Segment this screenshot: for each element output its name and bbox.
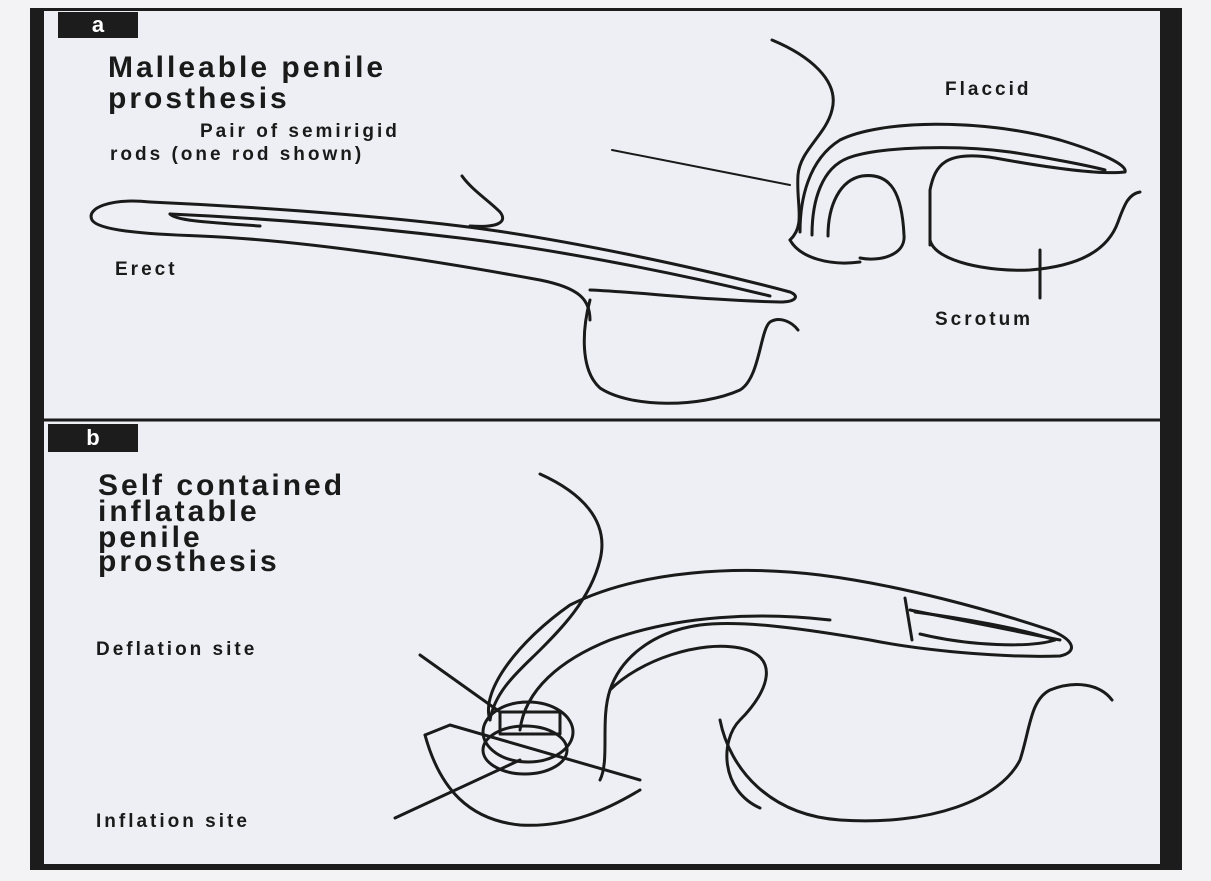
panel-a-title-line1: Malleable penile [108, 52, 386, 84]
flaccid-base [790, 240, 860, 263]
flaccid-rod [812, 148, 1105, 235]
panel-b-tag: b [48, 424, 138, 452]
inflatable-scrotum-inner [610, 646, 766, 808]
glans-line [905, 598, 912, 640]
panel-a-tag: a [58, 12, 138, 38]
deflation-pointer [420, 655, 500, 712]
cylinder-tip [915, 612, 1055, 645]
flaccid-scrotum [930, 192, 1140, 270]
rods-label-line2: rods (one rod shown) [110, 145, 364, 166]
scrotum-label: Scrotum [935, 310, 1033, 331]
erect-body-contour [462, 176, 503, 226]
inflation-label: Inflation site [96, 812, 250, 833]
flaccid-penis-outer [800, 124, 1125, 245]
inflatable-scrotum [720, 685, 1112, 821]
erect-scrotum [584, 300, 798, 403]
flaccid-penis-inner [828, 176, 904, 260]
panel-a-title-line2: prosthesis [108, 83, 290, 115]
inflation-pointer [395, 760, 520, 818]
inflatable-penis-outer [488, 570, 1071, 780]
panel-b-title-line4: prosthesis [98, 546, 280, 578]
rods-label-line1: Pair of semirigid [200, 122, 400, 143]
deflation-label: Deflation site [96, 640, 257, 661]
inflatable-penis-inner [520, 616, 830, 730]
erect-label: Erect [115, 260, 178, 281]
rods-pointer [612, 150, 790, 185]
flaccid-label: Flaccid [945, 80, 1031, 101]
